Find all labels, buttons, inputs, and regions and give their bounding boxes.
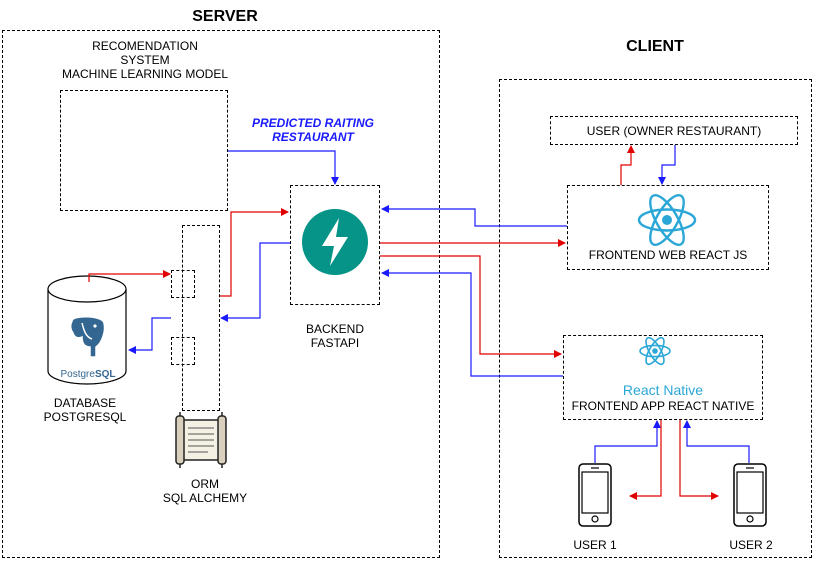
postgresql-logo-text: PostgreSQL [58, 369, 118, 381]
backend-to-app-arrow [380, 255, 562, 358]
database-line2: POSTGRESQL [43, 410, 127, 424]
react-native-icon [639, 336, 671, 366]
predicted-line2: RESTAURANT [272, 130, 354, 144]
backend-box [290, 185, 380, 305]
orm-port-top [171, 270, 195, 298]
user1-to-app-arrow [594, 420, 661, 463]
app-frontend-box [563, 335, 763, 420]
app-to-backend-arrow [381, 269, 563, 377]
ml-model-line3: MACHINE LEARNING MODEL [61, 67, 229, 81]
fastapi-icon [302, 209, 368, 275]
backend-line1: BACKEND [305, 322, 364, 336]
app-to-user2-arrow [679, 420, 719, 500]
app-frontend-label: FRONTEND APP REACT NATIVE [571, 399, 755, 413]
user2-label: USER 2 [729, 538, 773, 552]
predicted-rating-label: PREDICTED RAITING RESTAURANT [238, 116, 388, 144]
scroll-icon [175, 412, 227, 468]
database-label: DATABASE POSTGRESQL [30, 396, 140, 424]
orm-port-bottom [171, 337, 195, 365]
client-title: CLIENT [626, 38, 684, 55]
mobile-phone-icon-user1 [578, 463, 612, 527]
owner-box [550, 116, 798, 145]
orm-to-db-arrow [128, 317, 171, 354]
orm-label: ORM SQL ALCHEMY [150, 477, 260, 505]
ml-model-line1: RECOMENDATION [92, 39, 198, 53]
server-title: SERVER [192, 8, 258, 25]
orm-line1: ORM [191, 477, 219, 491]
orm-line2: SQL ALCHEMY [162, 491, 248, 505]
postgres-logo-part-a: Postgre [60, 369, 95, 380]
database-cylinder-icon [47, 275, 127, 385]
server-container [2, 30, 440, 558]
orm-box [182, 225, 220, 411]
user2-to-app-arrow [683, 420, 750, 463]
web-frontend-label: FRONTEND WEB REACT JS [588, 248, 748, 262]
ml-to-backend-arrow [228, 150, 339, 185]
db-to-orm-arrow [88, 270, 171, 282]
backend-label: BACKEND FASTAPI [285, 322, 385, 350]
owner-to-web-arrow [658, 145, 676, 185]
react-icon [637, 193, 697, 247]
web-to-owner-arrow [620, 145, 635, 185]
database-line1: DATABASE [53, 396, 117, 410]
web-to-backend-arrow [381, 205, 567, 227]
owner-label: USER (OWNER RESTAURANT) [586, 124, 762, 138]
ml-model-label: RECOMENDATION SYSTEM MACHINE LEARNING MO… [40, 39, 250, 81]
user1-label: USER 1 [573, 538, 617, 552]
predicted-line1: PREDICTED RAITING [251, 116, 374, 130]
backend-to-orm-arrow [220, 242, 290, 322]
backend-line2: FASTAPI [310, 336, 360, 350]
ml-model-line2: SYSTEM [120, 53, 170, 67]
react-native-logo-text: React Native [622, 382, 704, 398]
client-container [499, 79, 812, 558]
app-to-user1-arrow [629, 420, 662, 500]
postgres-logo-part-b: SQL [94, 369, 116, 380]
ml-model-box [60, 90, 228, 211]
web-frontend-box [567, 185, 769, 270]
mobile-phone-icon-user2 [733, 463, 767, 527]
orm-to-backend-arrow [220, 208, 289, 297]
